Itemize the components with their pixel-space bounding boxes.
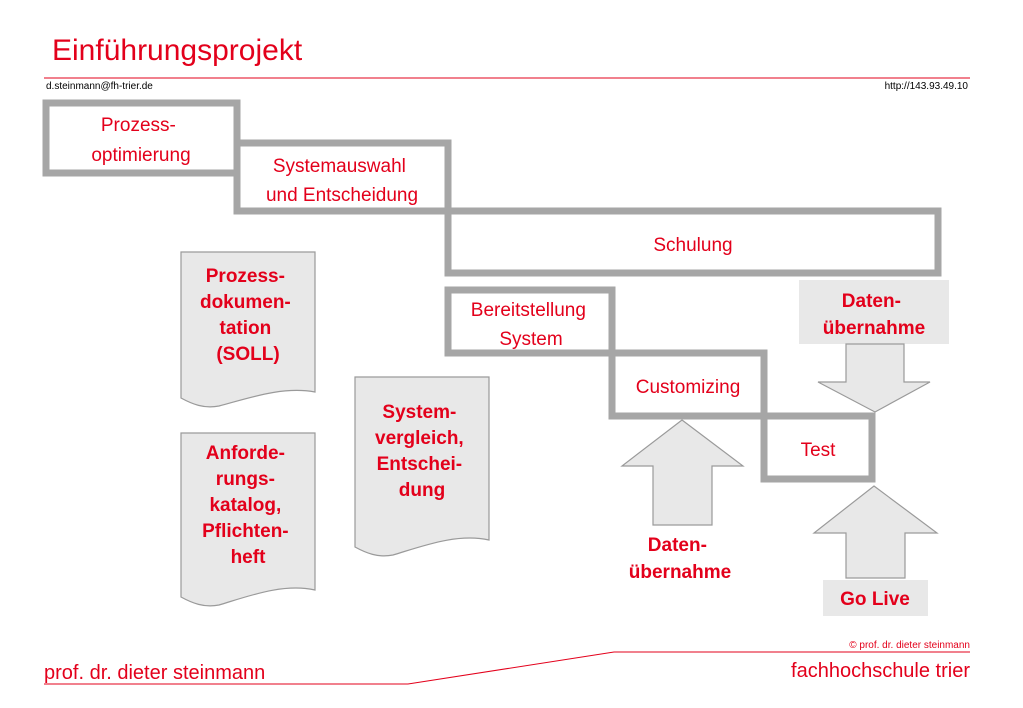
phase-box-systemauswahl [233,139,452,215]
phase-label-prozessoptimierung: Prozess- optimierung [91,115,190,166]
documents [180,251,490,607]
phase-label-customizing: Customizing [636,377,741,398]
header-url: http://143.93.49.10 [884,81,968,92]
phase-label-schulung: Schulung [653,235,732,256]
document-label-prozessdokumentation: Prozess- dokumen- tation (SOLL) [200,266,296,365]
phase-box-test [760,412,876,483]
label-go-live: Go Live [840,589,910,610]
footer-institution: fachhochschule trier [791,660,970,682]
document-label-anforderungskatalog: Anforde- rungs- katalog, Pflichten- heft [202,443,294,568]
phase-label-bereitstellung: Bereitstellung System [471,300,591,350]
phase-box-customizing [608,349,768,420]
phase-boxes [42,99,942,483]
label-bg-datenuebernahme [799,280,949,344]
document-shape-anforderungskatalog [180,432,316,607]
arrow-up-customizing [620,419,745,526]
label-datenuebernahme-bottom: Daten- übernahme [629,535,731,583]
document-shape-prozessdokumentation [180,251,316,408]
phase-box-bereitstellung [444,286,616,357]
phase-label-test: Test [801,440,837,461]
document-label-systemvergleich: System- vergleich, Entschei- dung [375,402,469,501]
arrows [620,343,939,579]
header-email: d.steinmann@fh-trier.de [46,81,153,92]
arrow-down-datenuebernahme [817,343,931,413]
document-shape-systemvergleich [354,376,490,557]
phase-label-systemauswahl: Systemauswahl und Entscheidung [266,156,418,206]
footer-copyright: © prof. dr. dieter steinmann [849,640,970,651]
footer-rule [44,651,970,685]
label-datenuebernahme-top: Daten- übernahme [823,291,925,339]
phase-box-schulung [444,207,942,277]
label-bg-go-live [823,580,928,616]
phase-box-prozessoptimierung [42,99,241,177]
footer-author: prof. dr. dieter steinmann [44,662,266,684]
slide-title: Einführungsprojekt [52,34,303,67]
arrow-up-go-live [812,485,939,579]
